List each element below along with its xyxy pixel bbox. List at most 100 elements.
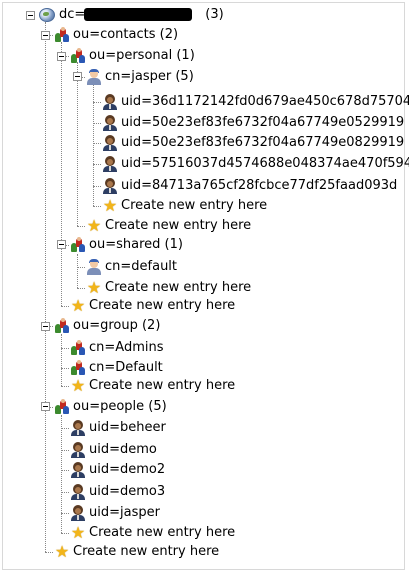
node-label: cn=default [105, 259, 178, 274]
tree-node-shared[interactable]: ou=shared (1) [70, 236, 183, 254]
tree-line [93, 143, 101, 144]
create-entry-label: Create new entry here [105, 280, 252, 295]
tree-node-group[interactable]: ou=group (2) [54, 317, 160, 335]
tree-line [93, 82, 94, 206]
tree-line [45, 22, 46, 552]
tree-line [77, 226, 85, 227]
tree-node-jasper[interactable]: cn=jasper (5) [86, 68, 194, 86]
tree-node-uid[interactable]: uid=57516037d4574688e048374ae470f594 [102, 155, 409, 173]
root-count: (3) [205, 7, 224, 22]
star-icon: ★ [70, 376, 86, 395]
tree-node-default[interactable]: cn=default [86, 258, 177, 276]
tree-node-uid[interactable]: uid=demo [70, 441, 157, 459]
node-label: uid=57516037d4574688e048374ae470f594 [121, 156, 409, 171]
tree-line [61, 492, 69, 493]
tree-node-admins[interactable]: cn=Admins [70, 339, 163, 357]
tree-line [93, 123, 101, 124]
node-label: uid=demo [89, 442, 157, 457]
create-entry-label: Create new entry here [105, 218, 252, 233]
node-label: uid=beheer [89, 420, 166, 435]
create-entry-link[interactable]: ★ Create new entry here [86, 279, 251, 297]
create-entry-label: Create new entry here [73, 544, 220, 559]
tree-line [77, 288, 85, 289]
tree-line [61, 415, 62, 533]
collapse-toggle-personal[interactable] [57, 52, 66, 61]
create-entry-label: Create new entry here [89, 378, 236, 393]
tree-node-uid[interactable]: uid=50e23ef83fe6732f04a67749e0829919 [102, 134, 404, 152]
create-entry-label: Create new entry here [89, 298, 236, 313]
create-entry-link[interactable]: ★ Create new entry here [70, 297, 235, 315]
tree-line [61, 348, 69, 349]
create-entry-link[interactable]: ★ Create new entry here [70, 524, 235, 542]
tree-line [93, 206, 101, 207]
tree-line [61, 368, 69, 369]
tree-node-uid[interactable]: uid=beheer [70, 419, 166, 437]
node-label: cn=Default [89, 360, 163, 375]
user-icon [70, 505, 86, 521]
tree-line [77, 267, 85, 268]
redaction-mark [84, 8, 192, 21]
star-icon: ★ [86, 278, 102, 297]
tree-panel [2, 2, 405, 570]
user-icon [70, 442, 86, 458]
node-label: uid=demo3 [89, 484, 166, 499]
tree-node-uid[interactable]: uid=50e23ef83fe6732f04a67749e0529919 [102, 114, 404, 132]
user-icon [102, 94, 118, 110]
star-icon: ★ [86, 216, 102, 235]
tree-line [93, 186, 101, 187]
collapse-toggle-jasper[interactable] [73, 72, 82, 81]
tree-line [61, 306, 69, 307]
tree-node-uid[interactable]: uid=demo3 [70, 483, 165, 501]
tree-line [61, 513, 69, 514]
tree-line [61, 42, 62, 306]
tree-node-uid[interactable]: uid=36d1172142fd0d679ae450c678d75704 [102, 93, 409, 111]
node-label: uid=50e23ef83fe6732f04a67749e0529919 [121, 115, 405, 130]
create-entry-link[interactable]: ★ Create new entry here [86, 217, 251, 235]
tree-line [61, 428, 69, 429]
tree-line [45, 552, 53, 553]
tree-node-uid[interactable]: uid=jasper [70, 504, 160, 522]
organizational-unit-icon [54, 318, 70, 334]
tree-line [61, 450, 69, 451]
user-icon [70, 420, 86, 436]
node-label: uid=demo2 [89, 462, 166, 477]
node-label: ou=shared (1) [89, 237, 183, 252]
node-label: ou=group (2) [73, 318, 161, 333]
create-entry-link[interactable]: ★ Create new entry here [54, 543, 219, 561]
collapse-toggle-root[interactable] [26, 11, 35, 20]
create-entry-link[interactable]: ★ Create new entry here [102, 197, 267, 215]
node-label: ou=people (5) [73, 399, 167, 414]
create-entry-label: Create new entry here [121, 198, 268, 213]
contact-person-icon [86, 259, 102, 275]
user-icon [102, 115, 118, 131]
group-icon [70, 360, 86, 376]
node-label: cn=Admins [89, 340, 164, 355]
tree-line [61, 386, 69, 387]
tree-node-default-group[interactable]: cn=Default [70, 359, 163, 377]
star-icon: ★ [70, 296, 86, 315]
tree-line [77, 254, 78, 288]
tree-node-uid[interactable]: uid=84713a765cf28fcbce77df25faad093d [102, 177, 397, 195]
node-label: uid=50e23ef83fe6732f04a67749e0829919 [121, 135, 405, 150]
star-icon: ★ [54, 542, 70, 561]
create-entry-link[interactable]: ★ Create new entry here [70, 377, 235, 395]
node-label: ou=contacts (2) [73, 27, 179, 42]
node-label: uid=jasper [89, 505, 160, 520]
collapse-toggle-group[interactable] [41, 322, 50, 331]
tree-node-personal[interactable]: ou=personal (1) [70, 47, 195, 65]
organizational-unit-icon [70, 237, 86, 253]
tree-node-uid[interactable]: uid=demo2 [70, 461, 165, 479]
collapse-toggle-contacts[interactable] [41, 31, 50, 40]
create-entry-label: Create new entry here [89, 525, 236, 540]
tree-node-root[interactable]: dc= (3) [38, 6, 224, 24]
collapse-toggle-people[interactable] [41, 402, 50, 411]
node-label: ou=personal (1) [89, 48, 195, 63]
tree-node-contacts[interactable]: ou=contacts (2) [54, 26, 178, 44]
user-icon [70, 484, 86, 500]
node-label: cn=jasper (5) [105, 69, 194, 84]
tree-line [61, 334, 62, 386]
tree-node-people[interactable]: ou=people (5) [54, 398, 167, 416]
collapse-toggle-shared[interactable] [57, 240, 66, 249]
globe-icon [39, 8, 55, 22]
